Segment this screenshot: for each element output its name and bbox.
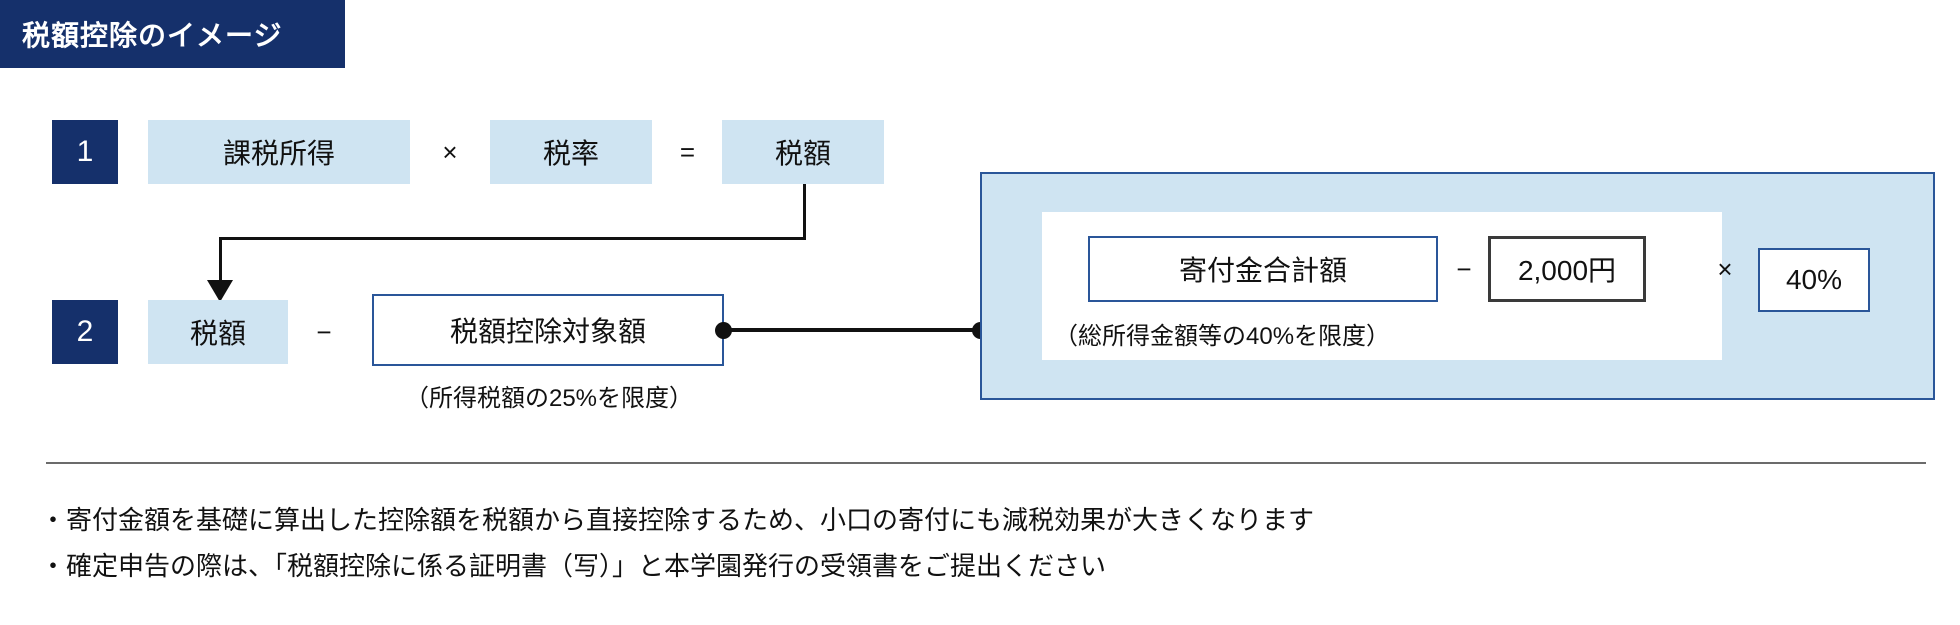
row1-operator-equals: = bbox=[679, 136, 696, 167]
title-banner: 税額控除のイメージ bbox=[0, 0, 345, 68]
arrow-segment-horizontal bbox=[219, 237, 806, 240]
note-item-2: ・確定申告の際は、「税額控除に係る証明書（写）」と本学園発行の受領書をご提出くだ… bbox=[40, 551, 1107, 581]
row1-operator-multiply: × bbox=[442, 136, 458, 167]
arrow-segment-down-right bbox=[803, 184, 806, 240]
note-item-1: ・寄付金額を基礎に算出した控除額を税額から直接控除するため、小口の寄付にも減税効… bbox=[40, 505, 1315, 535]
row1-term-tax-rate: 税率 bbox=[490, 120, 652, 184]
arrow-segment-down-left bbox=[219, 237, 222, 284]
panel-operator-multiply: × bbox=[1717, 253, 1733, 284]
connector-line bbox=[723, 328, 981, 332]
row1-term-tax-amount: 税額 bbox=[722, 120, 884, 184]
panel-caption-limit: （総所得金額等の40%を限度） bbox=[1054, 323, 1391, 350]
panel-operator-minus: − bbox=[1456, 253, 1472, 284]
step-2-badge: 2 bbox=[52, 300, 118, 364]
row2-caption-limit: （所得税額の25%を限度） bbox=[404, 385, 694, 412]
row2-term-tax-amount: 税額 bbox=[148, 300, 288, 364]
step-1-badge: 1 bbox=[52, 120, 118, 184]
row1-term-taxable-income: 課税所得 bbox=[148, 120, 410, 184]
page-title: 税額控除のイメージ bbox=[22, 20, 283, 51]
section-divider bbox=[46, 462, 1926, 464]
arrow-head-icon bbox=[207, 280, 233, 302]
row2-operator-minus: − bbox=[316, 316, 332, 347]
panel-term-total-donation: 寄付金合計額 bbox=[1088, 236, 1438, 302]
row2-term-credit-target-amount: 税額控除対象額 bbox=[372, 294, 724, 366]
panel-term-rate: 40% bbox=[1758, 248, 1870, 312]
panel-term-deductible-floor: 2,000円 bbox=[1488, 236, 1646, 302]
